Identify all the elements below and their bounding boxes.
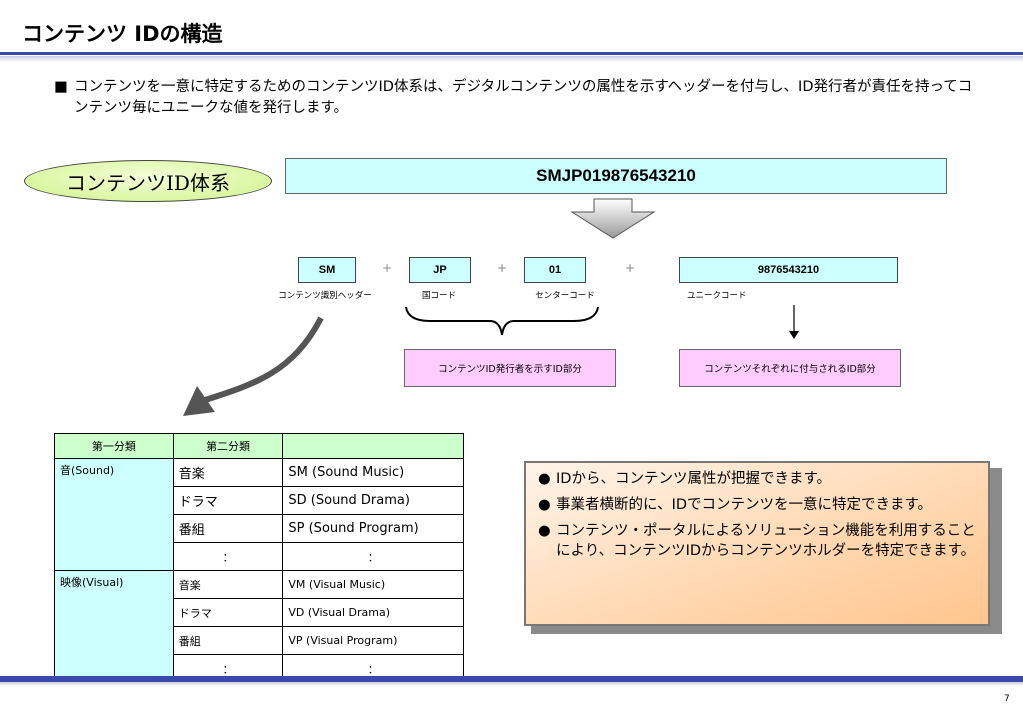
note-item: ● 事業者横断的に、IDでコンテンツを一意に特定できます。: [538, 495, 976, 515]
issuer-part-box: コンテンツID発行者を示すID部分: [404, 349, 616, 387]
table-row: 番組 VP (Visual Program): [55, 626, 464, 655]
table-cell: 番組: [172, 514, 284, 543]
table-cell: SM (Sound Music): [282, 458, 464, 487]
page-title: コンテンツ IDの構造: [22, 22, 223, 46]
plus-sign: +: [382, 261, 393, 275]
example-id-box: SMJP019876543210: [285, 158, 947, 194]
bullet-icon: ●: [538, 523, 551, 539]
category-sound: 音(Sound): [54, 458, 174, 571]
bullet-icon: ●: [538, 471, 551, 487]
square-bullet-icon: ■: [54, 79, 68, 95]
segment-header-caption: コンテンツ識別ヘッダー: [278, 291, 372, 301]
unique-part-box: コンテンツそれぞれに付与されるID部分: [679, 349, 901, 387]
down-arrow-icon: [570, 198, 656, 239]
table-cell: 音楽: [172, 458, 284, 487]
table-row: ： ：: [55, 542, 464, 571]
footer-divider-shade: [0, 682, 1023, 686]
note-item: ● コンテンツ・ポータルによるソリューション機能を利用することにより、コンテンツ…: [538, 521, 976, 561]
table-cell: ドラマ: [172, 598, 284, 627]
table-header: 第二分類: [172, 433, 284, 459]
table-row: 映像(Visual) 音楽 VM (Visual Music): [54, 570, 464, 683]
table-cell: VM (Visual Music): [282, 570, 464, 599]
table-header-row: 第一分類 第二分類: [54, 433, 464, 459]
segment-center-box: 01: [524, 257, 586, 283]
table-cell: 番組: [172, 626, 284, 655]
note-item: ● IDから、コンテンツ属性が把握できます。: [538, 469, 976, 489]
segment-country-caption: 国コード: [421, 291, 456, 301]
segment-header-box: SM: [298, 257, 356, 283]
segment-country-box: JP: [409, 257, 471, 283]
table-cell: ：: [172, 542, 284, 571]
table-cell: SD (Sound Drama): [282, 486, 464, 515]
plus-sign: +: [625, 261, 636, 275]
table-cell: VD (Visual Drama): [282, 598, 464, 627]
table-row: ドラマ SD (Sound Drama): [55, 486, 464, 515]
segment-unique-caption: ユニークコード: [687, 291, 747, 301]
table-cell: SP (Sound Program): [282, 514, 464, 543]
plus-sign: +: [497, 261, 508, 275]
table-header: 第一分類: [54, 433, 174, 459]
table-row: 音(Sound) 音楽 SM (Sound Music): [54, 458, 464, 571]
brace-icon: [405, 306, 599, 336]
title-divider: [0, 52, 1023, 55]
bullet-icon: ●: [538, 497, 551, 513]
table-row: 番組 SP (Sound Program): [55, 514, 464, 543]
table-cell: VP (Visual Program): [282, 626, 464, 655]
curved-arrow-icon: [183, 316, 324, 416]
note-text: コンテンツ・ポータルによるソリューション機能を利用することにより、コンテンツID…: [556, 523, 976, 559]
category-visual: 映像(Visual): [54, 570, 174, 683]
classification-table: 第一分類 第二分類 音(Sound) 音楽 SM (Sound Music) ド…: [54, 433, 464, 683]
note-text: 事業者横断的に、IDでコンテンツを一意に特定できます。: [556, 497, 933, 513]
intro-text: コンテンツを一意に特定するためのコンテンツID体系は、デジタルコンテンツの属性を…: [74, 79, 973, 116]
page-number: 7: [1004, 694, 1010, 704]
segment-center-caption: センターコード: [535, 291, 595, 301]
title-divider-shade: [0, 56, 1023, 62]
table-header: [282, 433, 464, 459]
intro-paragraph: ■ コンテンツを一意に特定するためのコンテンツID体系は、デジタルコンテンツの属…: [54, 77, 984, 119]
table-row: ドラマ VD (Visual Drama): [55, 598, 464, 627]
segment-unique-box: 9876543210: [679, 257, 898, 283]
notes-box: ● IDから、コンテンツ属性が把握できます。 ● 事業者横断的に、IDでコンテン…: [524, 461, 990, 626]
table-cell: ：: [282, 542, 464, 571]
id-system-label: コンテンツID体系: [24, 160, 272, 202]
table-cell: 音楽: [172, 570, 284, 599]
small-down-arrow-icon: [789, 305, 799, 339]
note-text: IDから、コンテンツ属性が把握できます。: [556, 471, 831, 487]
table-cell: ドラマ: [172, 486, 284, 515]
footer-divider: [0, 676, 1023, 682]
